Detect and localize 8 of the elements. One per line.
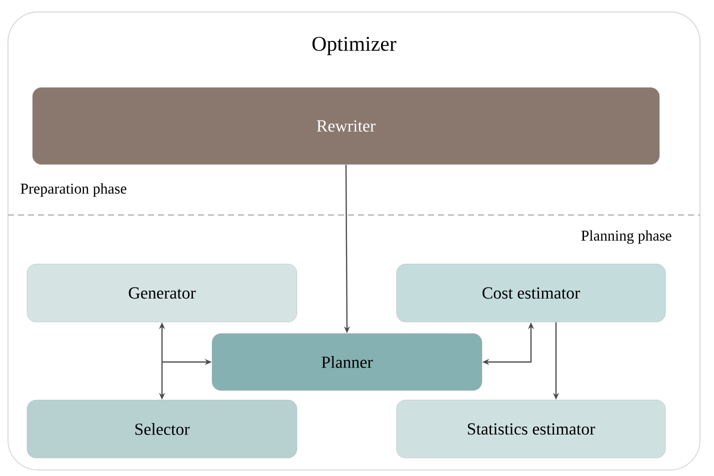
process-box: Rewriter [32, 87, 660, 165]
phase-label: Preparation phase [20, 183, 126, 197]
phase-label: Planning phase [581, 230, 672, 244]
process-box: Planner [212, 333, 482, 391]
process-box: Statistics estimator [396, 400, 666, 458]
process-box: Cost estimator [396, 264, 666, 322]
process-box: Selector [26, 400, 298, 458]
process-box: Generator [26, 264, 298, 322]
